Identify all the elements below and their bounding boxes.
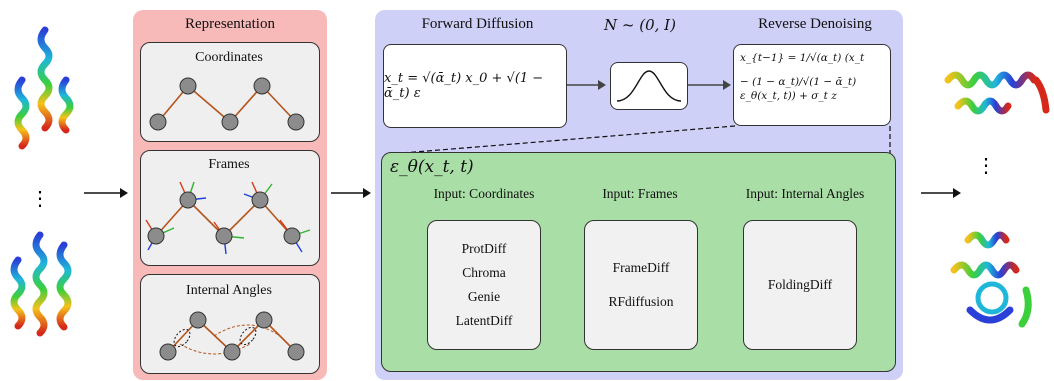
atom <box>253 77 271 95</box>
frames-label: Frames <box>208 157 250 172</box>
gaussian-noise-box <box>610 62 688 110</box>
frames-chain <box>145 181 311 255</box>
input-internal-angles-label: Input: Internal Angles <box>745 186 865 201</box>
coordinates-chain <box>149 77 305 131</box>
arrow-noise-to-reverse <box>688 80 731 90</box>
reverse-denoising-title: Reverse Denoising <box>758 16 872 32</box>
coordinates-label: Coordinates <box>195 50 263 65</box>
frames-box <box>140 150 320 266</box>
internal-angles-label: Internal Angles <box>186 283 272 298</box>
protein-structure-bottom <box>10 231 72 337</box>
method-rfdiffusion: RFdiffusion <box>608 294 674 309</box>
representation-title: Representation <box>185 16 275 32</box>
frames-methods-box: FrameDiff RFdiffusion <box>584 220 698 350</box>
reverse-equation-box: x_{t−1} = 1/√(α_t) (x_t − (1 − α_t)/√(1 … <box>733 44 891 126</box>
arrow-to-representation <box>84 188 128 198</box>
method-foldingdiff: FoldingDiff <box>767 277 833 292</box>
atom <box>179 77 197 95</box>
internal-angles-methods-box: FoldingDiff <box>743 220 857 350</box>
input-proteins: ⋮ <box>10 26 74 337</box>
dashed-connectors <box>389 125 891 155</box>
output-proteins: ⋮ <box>944 71 1050 328</box>
protein-structure-top <box>14 26 74 150</box>
internal-angles-chain <box>159 311 305 361</box>
noise-distribution-label: N ~ (0, I) <box>604 16 676 34</box>
epsilon-theta-label: ε_θ(x_t, t) <box>390 157 474 177</box>
method-protdiff: ProtDiff <box>461 241 507 256</box>
atom <box>287 113 305 131</box>
protein-structure-output-top <box>944 71 1050 115</box>
input-coordinates-label: Input: Coordinates <box>433 186 535 201</box>
reverse-equation-line1: x_{t−1} = 1/√(α_t) (x_t <box>740 52 865 64</box>
method-latentdiff: LatentDiff <box>455 313 513 328</box>
method-framediff: FrameDiff <box>612 260 670 275</box>
forward-diffusion-title: Forward Diffusion <box>421 16 534 32</box>
gaussian-curve-icon <box>616 70 682 102</box>
arrow-to-model <box>331 188 371 198</box>
protein-structure-output-bottom <box>950 231 1032 328</box>
atom <box>149 113 167 131</box>
method-genie: Genie <box>467 289 501 304</box>
forward-equation-box: x_t = √(ᾱ_t) x_0 + √(1 − ᾱ_t) ε <box>383 44 567 128</box>
reverse-equation-line2: − (1 − α_t)/√(1 − ᾱ_t) ε_θ(x_t, t)) + σ_… <box>740 76 857 102</box>
method-chroma: Chroma <box>462 265 506 280</box>
coordinates-methods-box: ProtDiff Chroma Genie LatentDiff <box>427 220 541 350</box>
input-frames-label: Input: Frames <box>602 186 678 201</box>
ellipsis-right: ⋮ <box>976 153 996 177</box>
forward-equation: x_t = √(ᾱ_t) x_0 + √(1 − ᾱ_t) ε <box>384 71 544 101</box>
ellipsis-left: ⋮ <box>30 186 50 210</box>
atom <box>221 113 239 131</box>
arrow-forward-to-noise <box>567 80 606 90</box>
arrow-to-output <box>921 188 961 198</box>
